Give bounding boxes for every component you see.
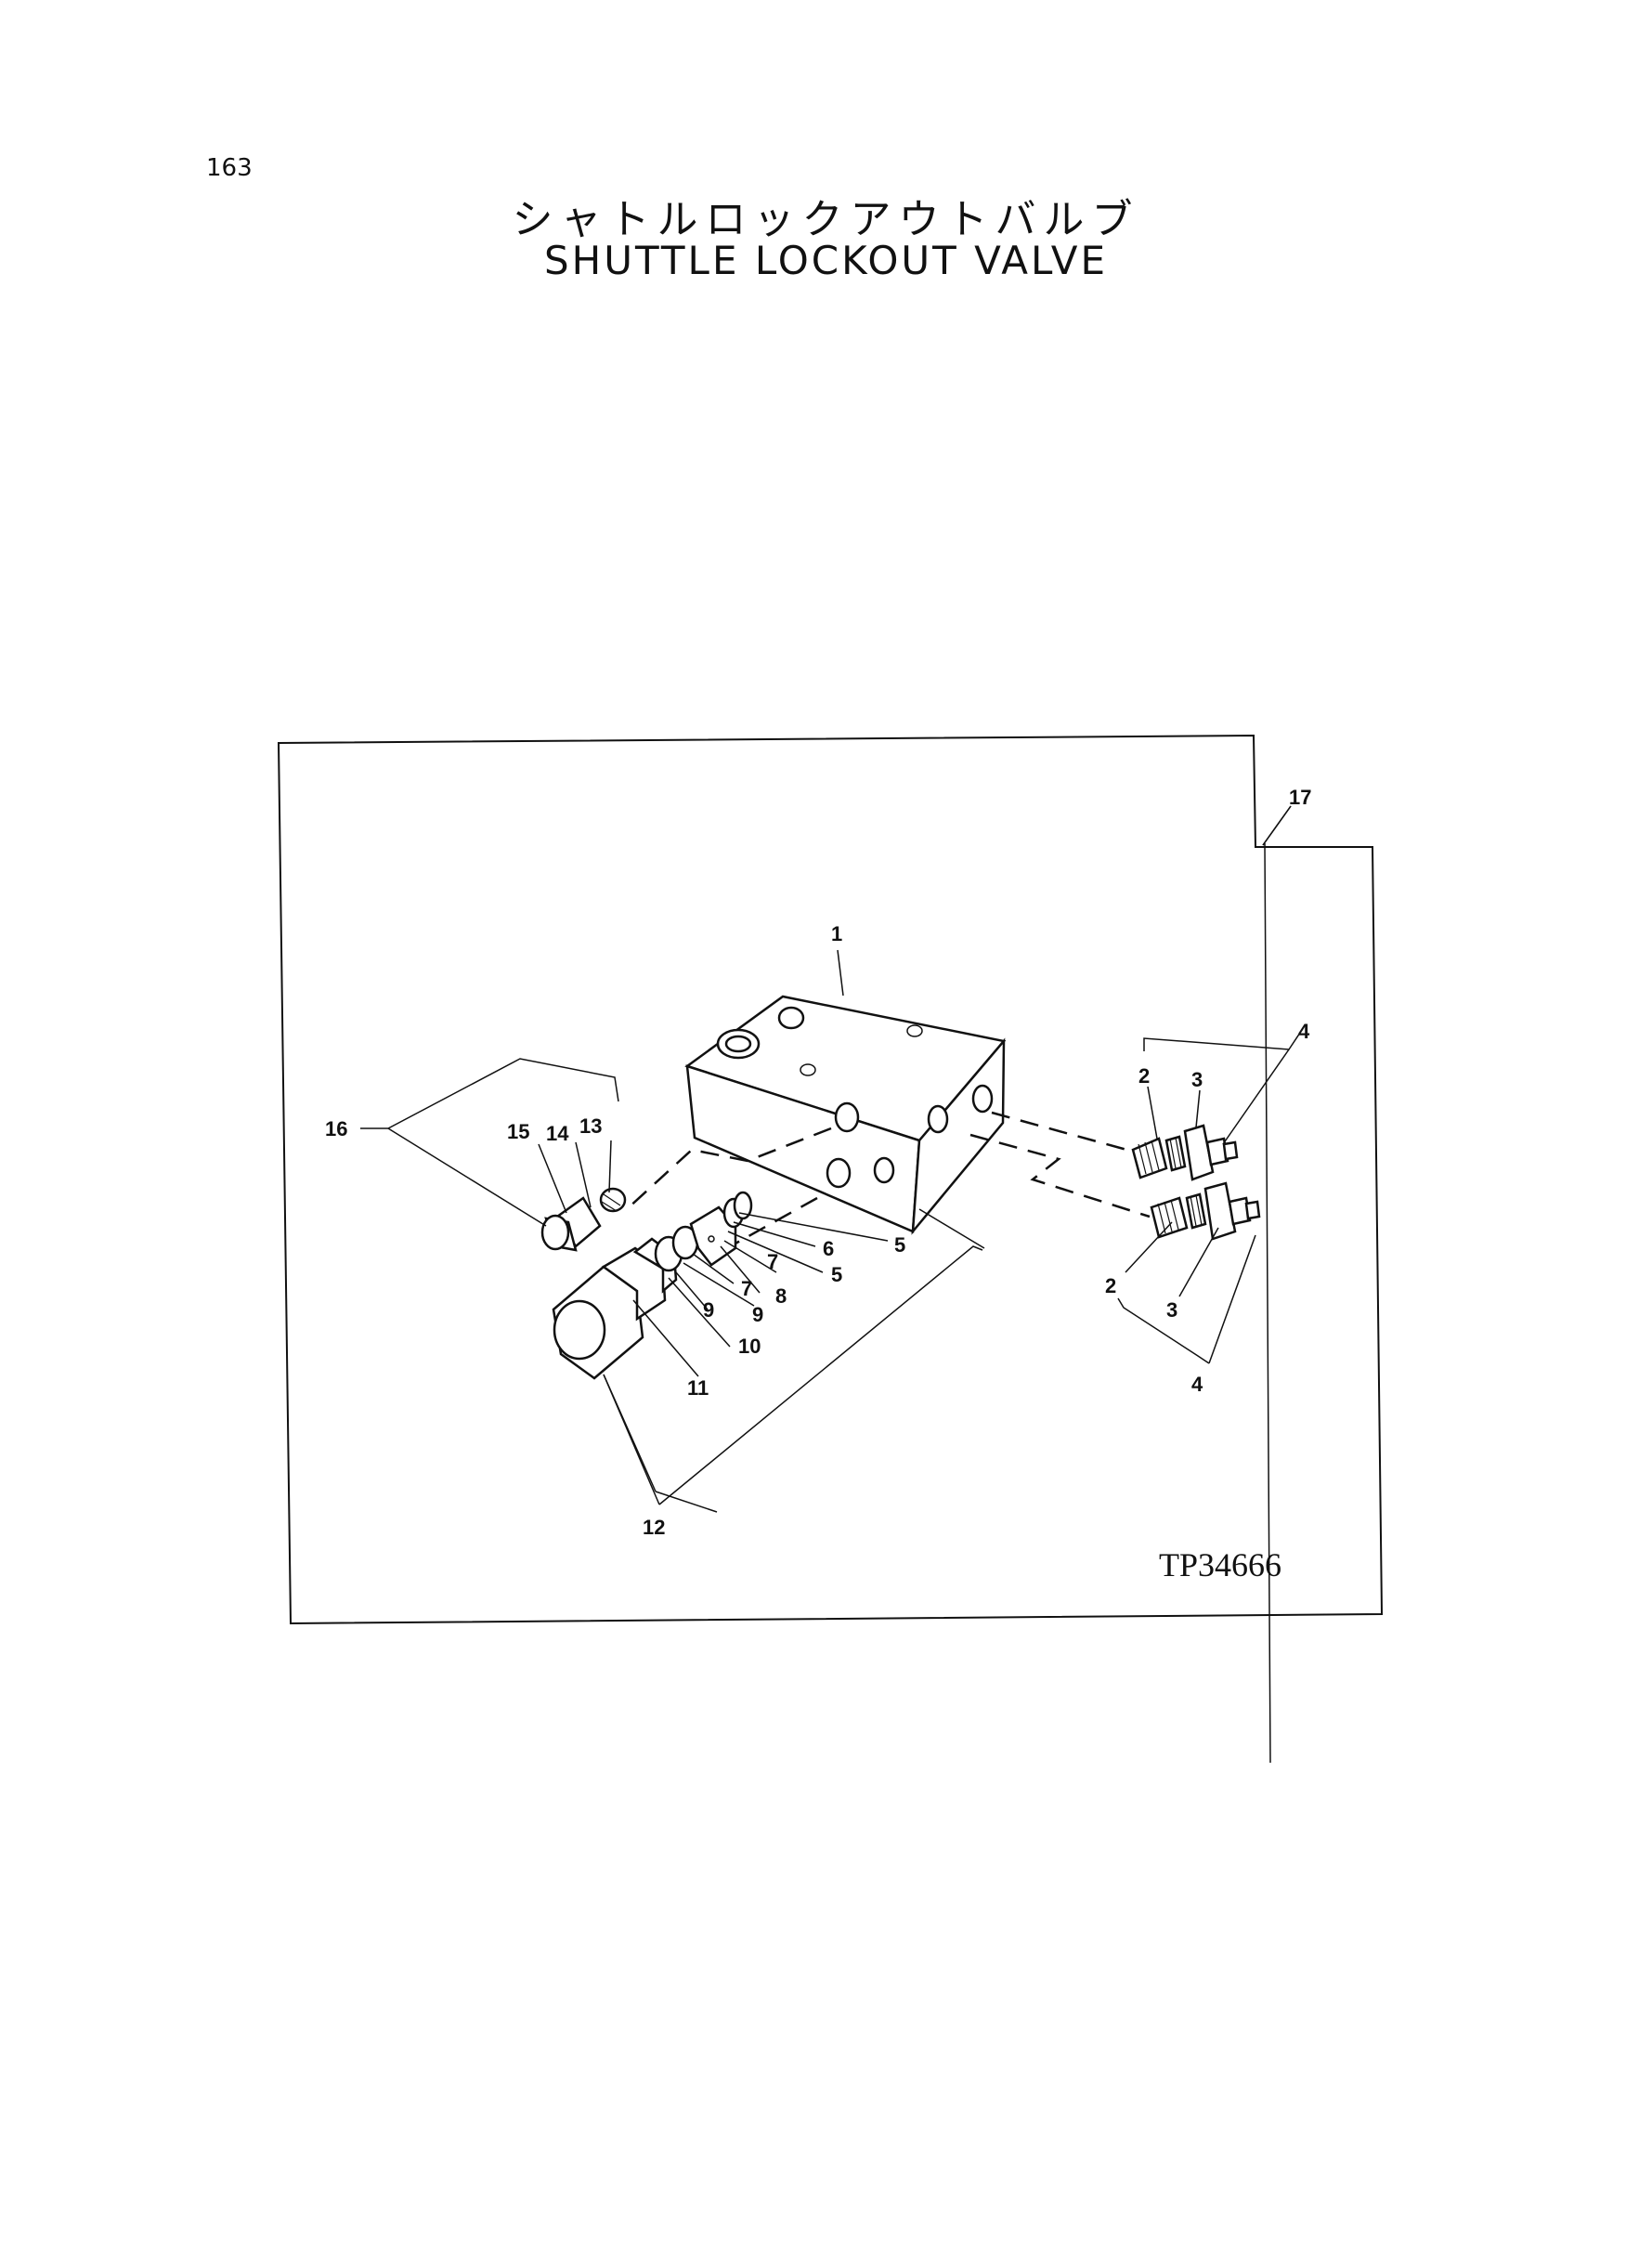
diagram-frame (277, 734, 1384, 1625)
callout-15: 15 (507, 1120, 529, 1143)
check-valve-lower (1150, 1181, 1261, 1241)
callout-labels: 1 2 3 4 2 3 4 5 6 5 7 8 7 9 9 10 11 12 1… (325, 786, 1311, 1539)
callout-3-lower: 3 (1166, 1298, 1177, 1322)
callout-16: 16 (325, 1117, 347, 1140)
callout-1: 1 (831, 922, 842, 945)
callout-17: 17 (1289, 786, 1311, 809)
callout-7-upper: 7 (767, 1250, 778, 1273)
callout-13: 13 (579, 1114, 602, 1138)
check-valve-upper (1131, 1124, 1239, 1181)
callout-12: 12 (643, 1516, 665, 1539)
assembly-line-right-upper (991, 1111, 1141, 1155)
callout-14: 14 (546, 1122, 569, 1145)
assembly-line-right-lower (969, 1133, 1151, 1218)
assembly-line-center (733, 1196, 818, 1246)
plug-assembly (540, 1187, 627, 1252)
page-title: SHUTTLE LOCKOUT VALVE (543, 238, 1108, 283)
callout-7-lower: 7 (741, 1277, 752, 1300)
assembly-line-left (626, 1127, 832, 1210)
callout-9-left: 9 (703, 1298, 714, 1322)
callout-5-lower: 5 (831, 1263, 842, 1286)
callout-5-upper: 5 (894, 1233, 905, 1257)
callout-3-upper: 3 (1191, 1068, 1203, 1091)
page-title-japanese: シャトルロックアウトバルブ (512, 196, 1140, 243)
callout-4-upper: 4 (1298, 1020, 1310, 1043)
callout-10: 10 (738, 1335, 761, 1358)
callout-2-lower: 2 (1105, 1274, 1116, 1297)
callout-9-right: 9 (752, 1303, 763, 1326)
drawing-id: TP34666 (1159, 1546, 1281, 1583)
leader-lines (360, 805, 1301, 1764)
callout-6: 6 (823, 1237, 834, 1260)
callout-2-upper: 2 (1138, 1064, 1150, 1088)
callout-8: 8 (775, 1284, 787, 1308)
callout-11: 11 (687, 1376, 709, 1400)
page-number: 163 (206, 154, 253, 182)
callout-4-lower: 4 (1191, 1373, 1203, 1396)
valve-body (684, 995, 1007, 1235)
